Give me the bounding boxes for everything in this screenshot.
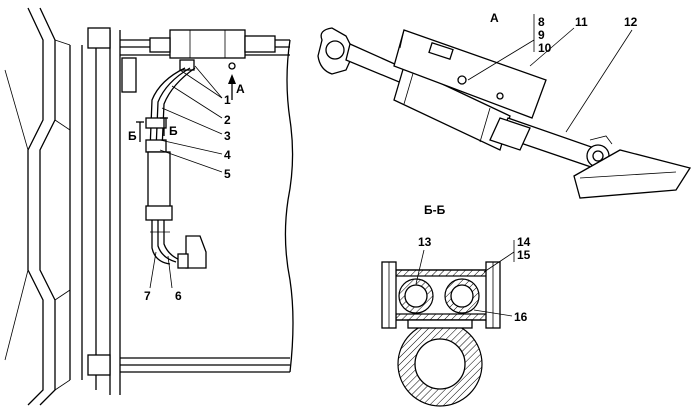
section-mark-left: Б [128, 129, 137, 143]
section-title: Б-Б [424, 203, 446, 217]
callout-3: 3 [224, 129, 231, 143]
callout-11: 11 [575, 15, 588, 29]
callout-16: 16 [514, 310, 528, 324]
callout-12: 12 [624, 15, 638, 29]
view-a-arrow-label: А [236, 82, 245, 96]
callout-6: 6 [175, 289, 182, 303]
section-bb [381, 261, 501, 407]
callout-1: 1 [224, 93, 231, 107]
callout-2: 2 [224, 113, 231, 127]
section-mark-right: Б [169, 124, 178, 138]
leader-lines-view-a [467, 14, 633, 133]
view-a-arrow: А [228, 74, 245, 100]
view-a-title: А [490, 11, 499, 25]
top-cylinder-assembly [149, 29, 276, 71]
callout-8: 8 [538, 15, 545, 29]
section-marks: Б Б [128, 117, 178, 143]
leader-lines-left [149, 65, 223, 289]
callout-9: 9 [538, 28, 545, 42]
hose-bundle [145, 67, 207, 269]
callout-7: 7 [144, 289, 151, 303]
callout-4: 4 [224, 148, 231, 162]
callout-10: 10 [538, 41, 552, 55]
callout-14: 14 [517, 235, 531, 249]
callout-13: 13 [418, 235, 432, 249]
callout-5: 5 [224, 167, 231, 181]
leader-lines-section [415, 240, 515, 317]
view-a-cylinder [317, 27, 692, 199]
callout-15: 15 [517, 248, 531, 262]
